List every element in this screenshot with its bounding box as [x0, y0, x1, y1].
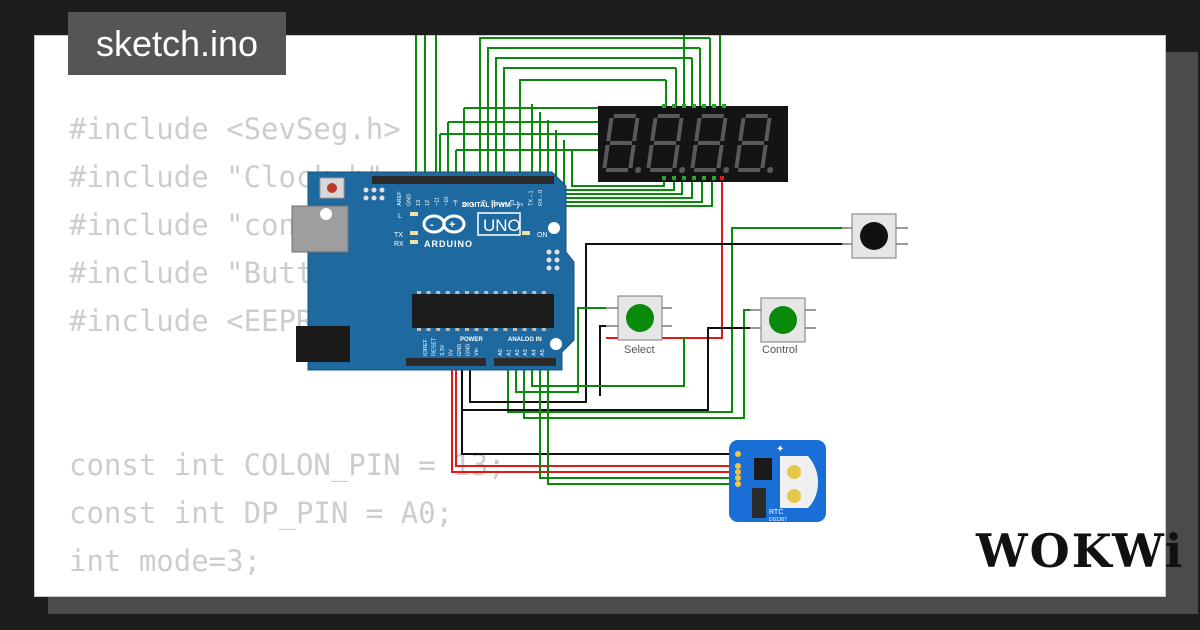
pin-label: ~10 — [444, 197, 450, 206]
display-digit — [646, 114, 686, 173]
pin-label: A4 — [532, 349, 538, 356]
pin-label: 8 — [463, 203, 469, 206]
led-label-rx: RX — [394, 241, 404, 248]
icsp-header-right — [546, 249, 560, 271]
code-line: const int DP_PIN = A0; — [69, 496, 454, 530]
pin-label: 12 — [425, 200, 431, 206]
led-label-tx: TX — [394, 232, 403, 239]
rtc-chip — [754, 458, 772, 480]
pin-label: A1 — [506, 349, 512, 356]
rtc-chip-label: DS1307 — [769, 517, 787, 523]
pin-label: A5 — [540, 349, 546, 356]
pin-label: RX←0 — [538, 190, 544, 206]
pin-label: ~5 — [491, 200, 497, 206]
wokwi-logo: WOKWi — [976, 524, 1185, 578]
power-header — [406, 358, 486, 366]
pin-label: AREF — [397, 191, 403, 206]
code-line: #include <SevSeg.h> — [69, 112, 401, 146]
pin-label: ~9 — [453, 200, 459, 206]
pin-label: A2 — [515, 349, 521, 356]
digital-header — [372, 176, 554, 184]
pin-label: RESET — [432, 337, 438, 356]
pin-label: ~11 — [435, 197, 441, 206]
wires — [415, 35, 852, 485]
icsp-header — [363, 187, 385, 201]
svg-text:-: - — [430, 219, 434, 231]
code-line: int mode=3; — [69, 544, 262, 578]
display-digit — [734, 114, 774, 173]
display-digit — [602, 114, 642, 173]
star-icon: ✦ — [776, 444, 784, 455]
pin-label: A3 — [523, 349, 529, 356]
display-top-pins — [662, 104, 726, 108]
filename-tab[interactable]: sketch.ino — [68, 12, 286, 75]
rtc-module[interactable]: ✦ RTC DS1307 — [729, 440, 826, 523]
control-button-label: Control — [762, 344, 797, 356]
pin-label: ~6 — [482, 200, 488, 206]
pin-label: 2 — [519, 203, 525, 206]
display-bottom-pins — [662, 176, 724, 180]
analog-header — [494, 358, 556, 366]
seven-segment-display[interactable] — [598, 104, 788, 182]
display-digits — [602, 114, 774, 173]
pin-label: GND — [466, 344, 472, 356]
pin-label: 7 — [472, 203, 478, 206]
power-jack — [296, 326, 350, 362]
led-label-l: L — [398, 213, 402, 220]
pin-label: 3.3V — [440, 344, 446, 356]
analog-header-label: ANALOG IN — [508, 337, 542, 343]
select-button-label: Select — [624, 344, 655, 356]
pin-label: IOREF — [423, 339, 429, 356]
pin-label: GND — [457, 344, 463, 356]
pin-label: 13 — [416, 200, 422, 206]
pin-label: ~3 — [510, 200, 516, 206]
pin-label: 4 — [500, 203, 506, 206]
status-leds: L TX RX ON — [394, 212, 548, 248]
board-brand-label: ARDUINO — [424, 239, 473, 249]
rtc-label: RTC — [769, 509, 783, 516]
arduino-logo: - + — [422, 214, 466, 234]
push-button-select[interactable]: Select — [606, 295, 672, 356]
pin-label: 5V — [449, 349, 455, 356]
pin-label: Vin — [474, 348, 480, 356]
board-model-label: UNO — [483, 216, 521, 235]
push-button-black[interactable] — [842, 213, 908, 259]
pin-label: TX→1 — [529, 190, 535, 206]
display-digit — [690, 114, 730, 173]
code-line: unsigned int temp = 65535; — [69, 585, 523, 596]
rtc-crystal — [752, 488, 766, 518]
usb-port — [291, 205, 349, 253]
atmega-chip — [412, 294, 554, 328]
svg-text:+: + — [449, 219, 455, 231]
rtc-pin-pads — [735, 451, 741, 487]
power-header-label: POWER — [460, 337, 483, 343]
digital-header-label: DIGITAL (PWM ~) — [462, 202, 519, 209]
pin-label: A0 — [498, 349, 504, 356]
on-led-label: ON — [537, 232, 548, 239]
pin-label: GND — [406, 194, 412, 206]
push-button-control[interactable]: Control — [750, 297, 816, 356]
chip-pins — [417, 291, 546, 331]
